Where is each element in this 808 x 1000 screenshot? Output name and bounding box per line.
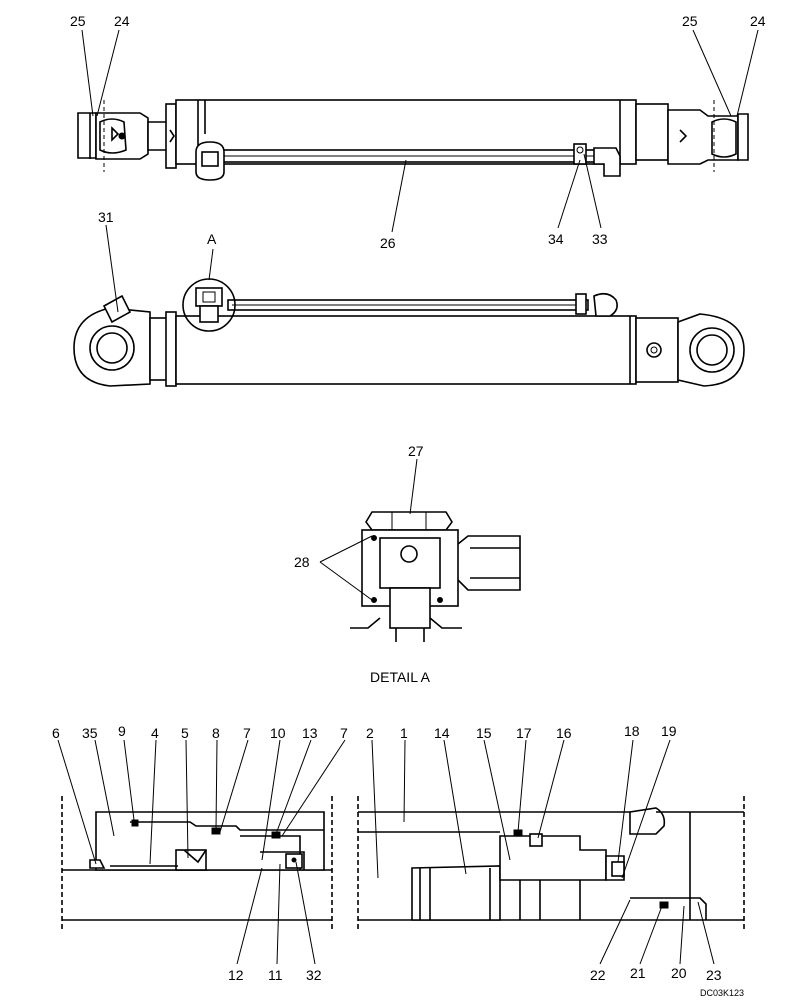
- callout: 11: [268, 967, 283, 983]
- callout: 17: [516, 725, 532, 741]
- cylinder-top-view: [77, 99, 749, 181]
- callout: 28: [294, 554, 310, 570]
- callout: 35: [82, 725, 98, 741]
- callout: 12: [228, 967, 244, 983]
- callout: 15: [476, 725, 492, 741]
- callout: 25: [70, 13, 86, 29]
- callout: 2: [366, 725, 374, 741]
- callout: 32: [306, 967, 322, 983]
- callout: 7: [340, 725, 348, 741]
- callout: 24: [750, 13, 766, 29]
- callout: 9: [118, 723, 126, 739]
- callout: A: [207, 231, 217, 247]
- callout: 5: [181, 725, 189, 741]
- callout-labels: 25 24 25 24 26 34 33 31 A 27 28 6 35 9 4…: [52, 13, 766, 998]
- callout: 4: [151, 725, 159, 741]
- callout: 10: [270, 725, 286, 741]
- callout: 23: [706, 967, 722, 983]
- detail-a-view: [350, 511, 521, 642]
- section-view-right: [357, 796, 745, 930]
- callout: 34: [548, 231, 564, 247]
- callout: 6: [52, 725, 60, 741]
- callout: 7: [243, 725, 251, 741]
- callout: 14: [434, 725, 450, 741]
- callout: 25: [682, 13, 698, 29]
- callout: 33: [592, 231, 608, 247]
- callout: 1: [400, 725, 408, 741]
- callout: 16: [556, 725, 572, 741]
- callout: 31: [98, 209, 114, 225]
- callout: 26: [380, 235, 396, 251]
- callout: 27: [408, 443, 424, 459]
- detail-a-caption: DETAIL A: [370, 669, 431, 685]
- leader-lines: [57, 29, 759, 965]
- callout: 19: [661, 723, 677, 739]
- drawing-code: DC03K123: [700, 988, 744, 998]
- callout: 8: [212, 725, 220, 741]
- callout: 13: [302, 725, 318, 741]
- callout: 18: [624, 723, 640, 739]
- section-view-left: [61, 796, 333, 930]
- callout: 21: [630, 965, 646, 981]
- callout: 22: [590, 967, 606, 983]
- callout: 20: [671, 965, 687, 981]
- cylinder-side-view: [73, 278, 745, 387]
- callout: 24: [114, 13, 130, 29]
